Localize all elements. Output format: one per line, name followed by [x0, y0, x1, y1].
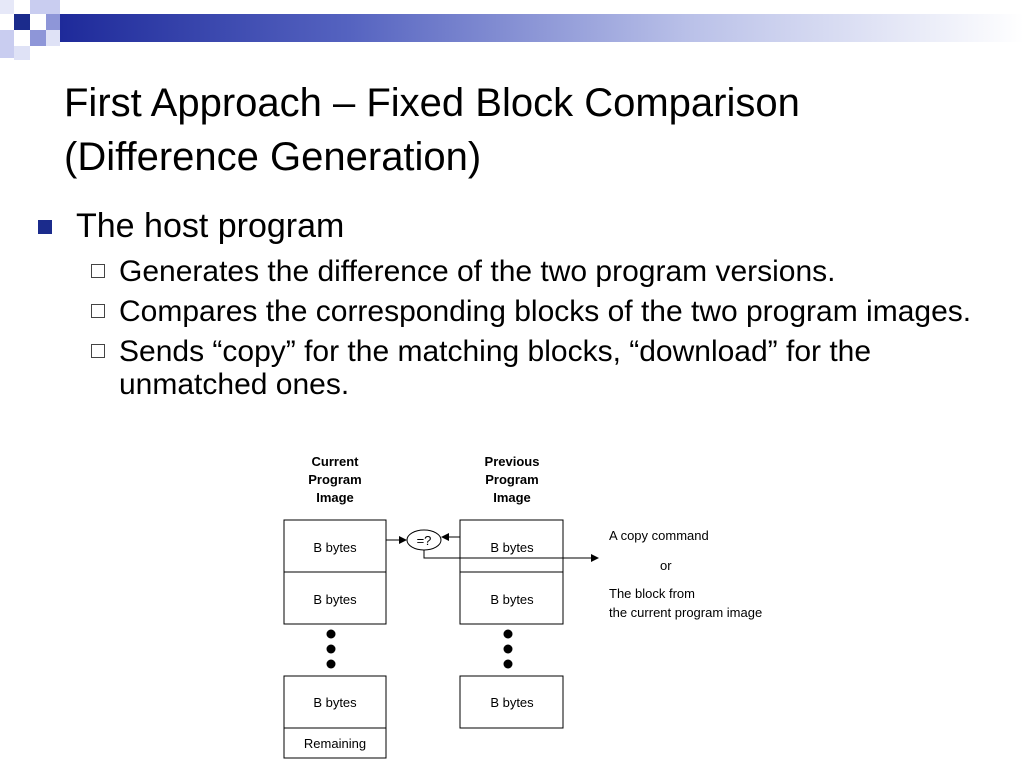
block-from-label-line1: The block from [609, 586, 695, 601]
deco-square-light [0, 30, 14, 58]
block-box [283, 519, 387, 573]
deco-square-dark [14, 14, 30, 30]
header-line: Image [493, 490, 531, 505]
block-label: B bytes [313, 695, 357, 710]
ellipsis-dot [326, 659, 336, 669]
deco-square-light [46, 30, 60, 46]
header-gradient-bar [60, 14, 1024, 42]
header-line: Previous [485, 454, 540, 469]
sub-bullet-item: Sends “copy” for the matching blocks, “d… [91, 335, 998, 401]
block-box [459, 675, 564, 729]
result-arrow [423, 550, 599, 562]
header-line: Current [312, 454, 360, 469]
block-label: B bytes [490, 695, 534, 710]
sub-bullet-item: Compares the corresponding blocks of the… [91, 295, 998, 328]
remaining-box [283, 727, 387, 759]
block-label: B bytes [490, 592, 534, 607]
deco-square-mid [30, 30, 46, 46]
bullet-list: The host program Generates the differenc… [38, 205, 998, 401]
block-box [283, 675, 387, 729]
remaining-label: Remaining [304, 736, 366, 751]
deco-square-mid [46, 14, 60, 30]
current-image-header: Current Program Image [308, 454, 361, 505]
deco-square-light [0, 0, 14, 14]
bullet-text: The host program [76, 207, 345, 245]
square-bullet-icon [38, 220, 52, 234]
sub-bullet-text: Compares the corresponding blocks of the… [119, 295, 972, 328]
ellipsis-dots [326, 629, 513, 669]
title-line-1: First Approach – Fixed Block Comparison [64, 81, 800, 125]
block-label: B bytes [313, 540, 357, 555]
ellipsis-dot [326, 629, 336, 639]
compare-node [406, 529, 442, 551]
deco-square-light [14, 46, 30, 60]
block-from-label-line2: the current program image [609, 605, 762, 620]
sub-bullet-text: Sends “copy” for the matching blocks, “d… [119, 335, 872, 401]
title-line-2: (Difference Generation) [64, 135, 482, 179]
header-line: Image [316, 490, 354, 505]
header-line: Program [308, 472, 361, 487]
block-box [459, 519, 564, 573]
or-label: or [660, 558, 672, 573]
block-box [283, 571, 387, 625]
sub-bullet-text: Generates the difference of the two prog… [119, 255, 836, 288]
sub-bullet-item: Generates the difference of the two prog… [91, 255, 998, 288]
hollow-square-bullet-icon [91, 264, 105, 278]
block-label: B bytes [490, 540, 534, 555]
ellipsis-dot [503, 629, 513, 639]
ellipsis-dot [503, 644, 513, 654]
previous-image-header: Previous Program Image [485, 454, 540, 505]
hollow-square-bullet-icon [91, 304, 105, 318]
previous-image-column [459, 519, 564, 729]
current-image-column [283, 519, 387, 759]
slide-title: First Approach – Fixed Block Comparison … [64, 76, 1004, 184]
deco-square-light [30, 0, 60, 14]
block-box [459, 571, 564, 625]
compare-label: =? [417, 533, 432, 548]
hollow-square-bullet-icon [91, 344, 105, 358]
ellipsis-dot [326, 644, 336, 654]
bullet-item: The host program [38, 205, 998, 247]
header-line: Program [485, 472, 538, 487]
block-label: B bytes [313, 592, 357, 607]
ellipsis-dot [503, 659, 513, 669]
copy-command-label: A copy command [609, 528, 709, 543]
